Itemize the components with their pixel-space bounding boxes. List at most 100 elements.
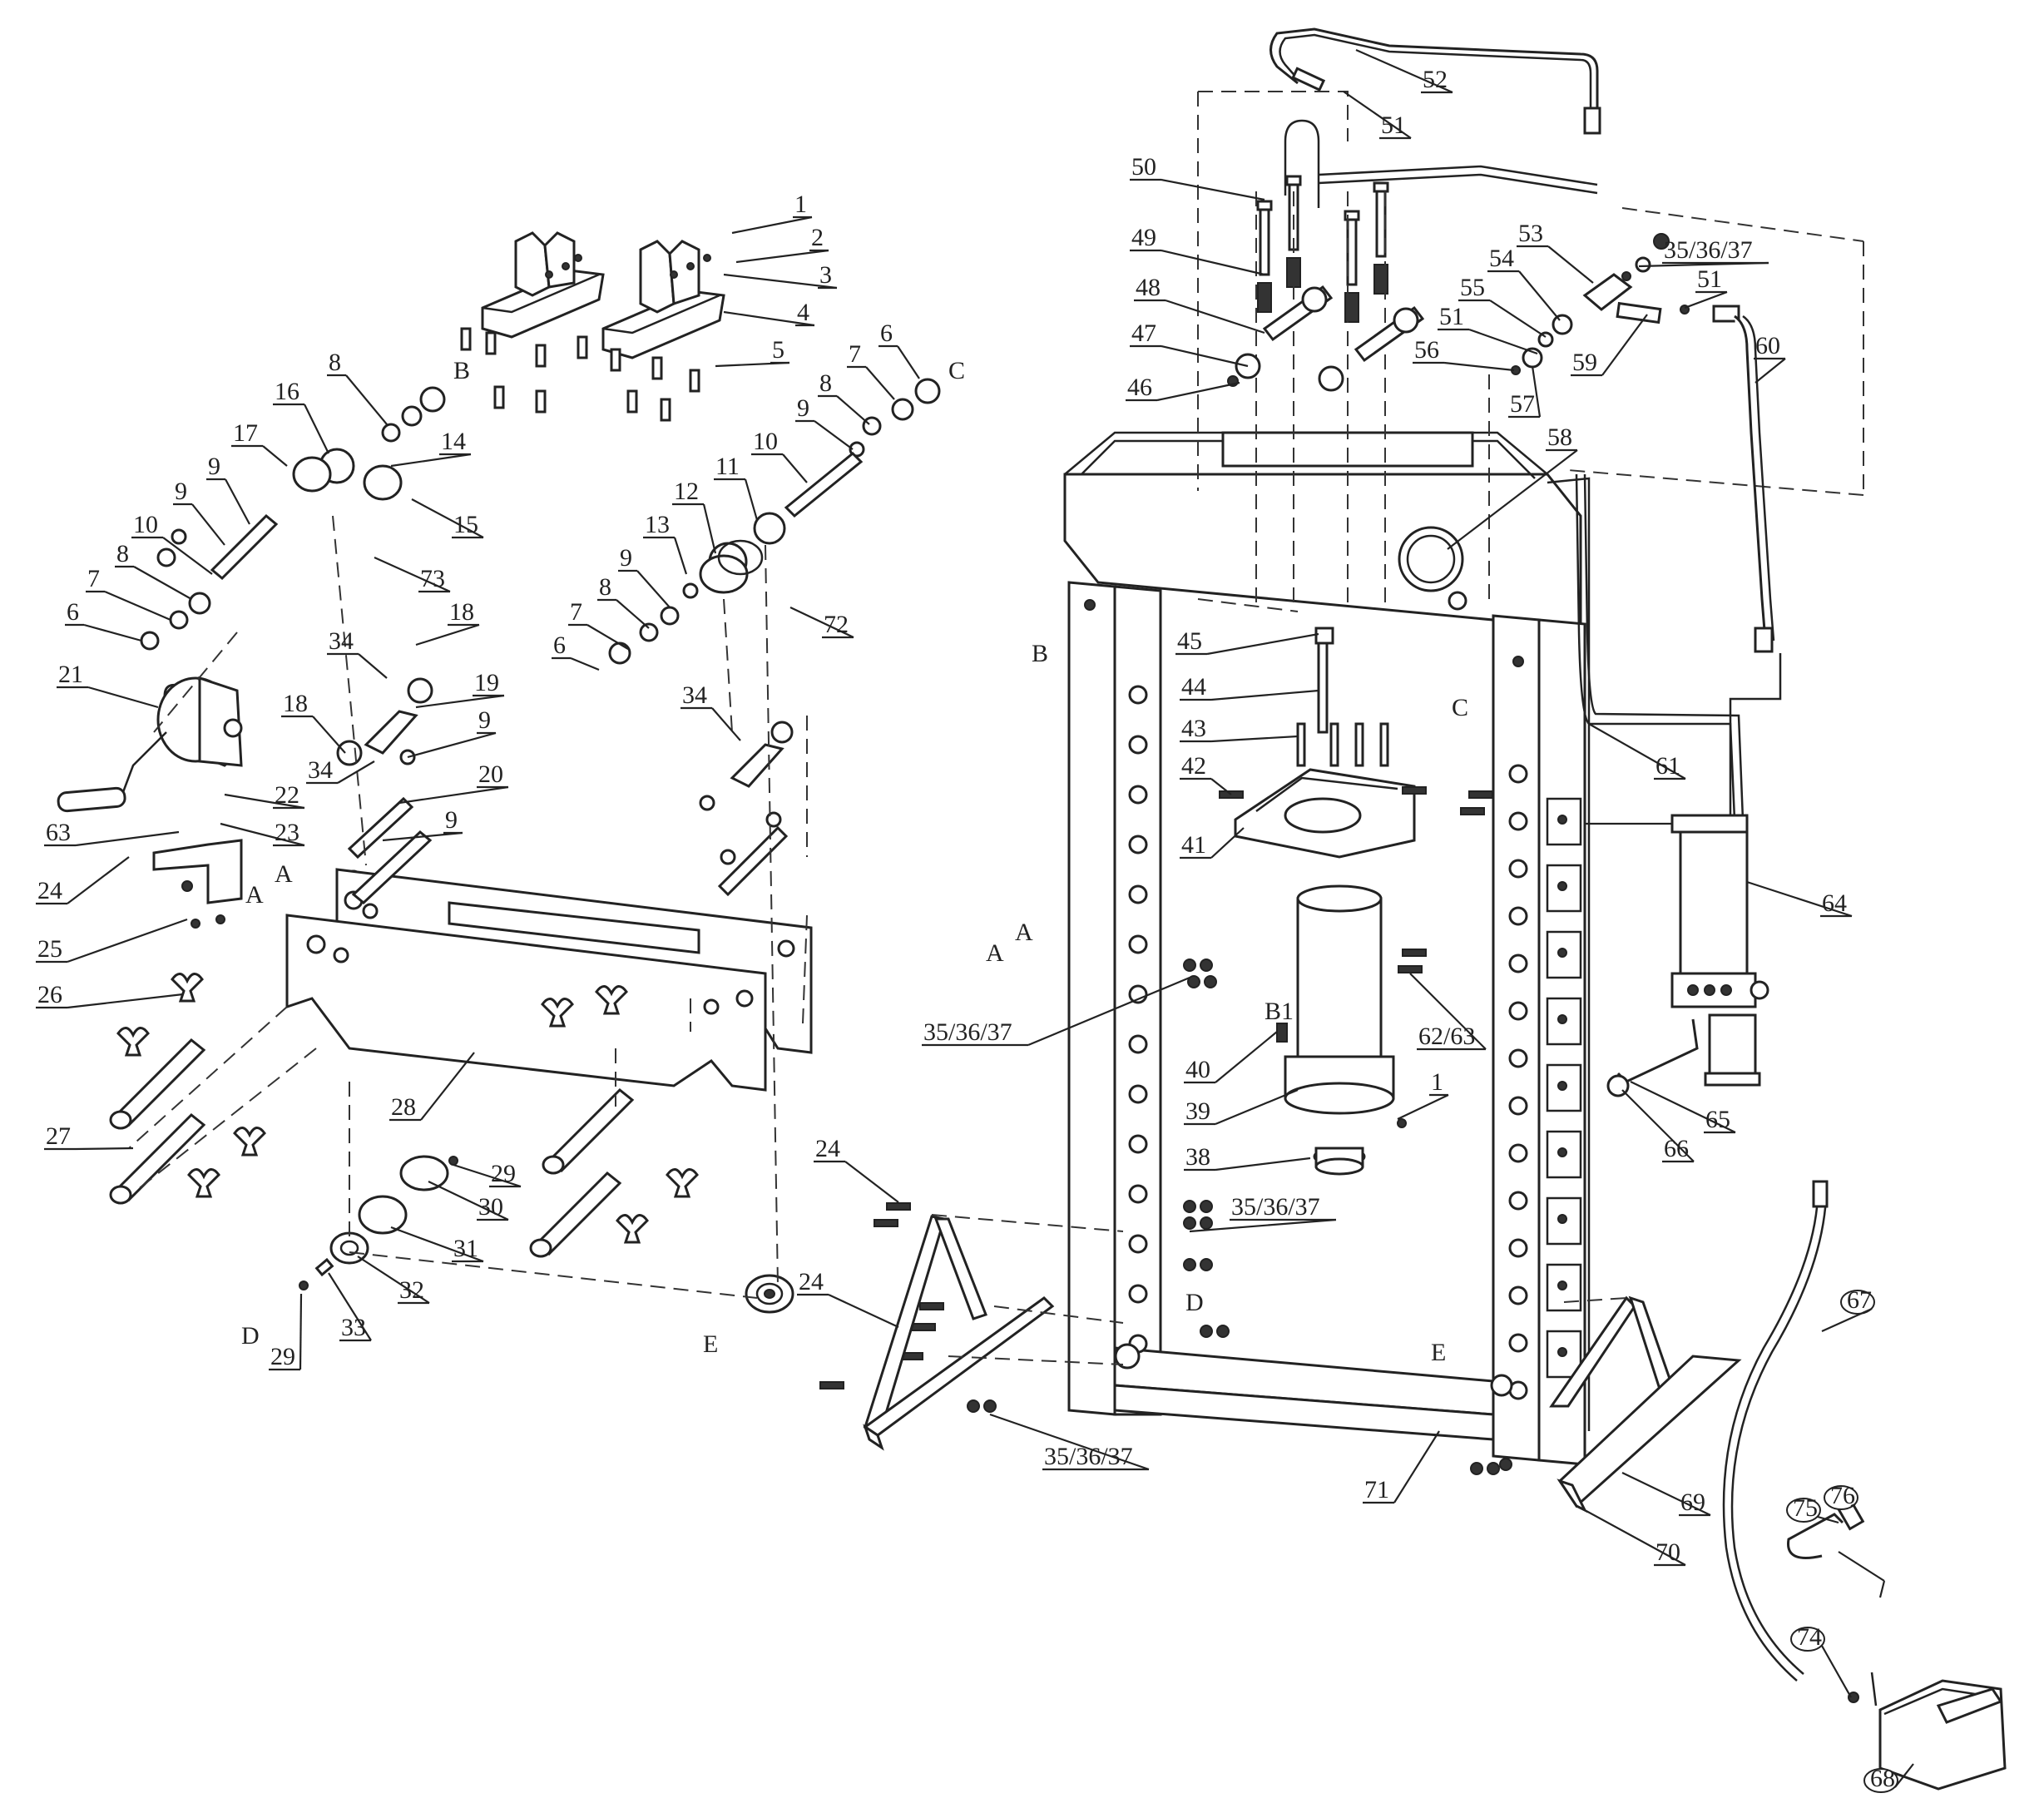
slot-bolt [1557,1280,1567,1290]
leader-line [398,785,509,805]
nut-washer [1187,975,1200,988]
frame-hole [1128,984,1148,1004]
part-label-6a: 6 [880,320,893,347]
frame-pin-C [1512,656,1524,667]
leader-line [1210,827,1245,859]
leader-line [1443,361,1515,372]
leader-line [1584,1509,1686,1566]
slot-bolt [1557,1214,1567,1224]
leader-line [836,395,870,425]
leader-line [1518,270,1561,321]
frame-hole [1508,1048,1528,1068]
bolt-50 [1375,188,1387,258]
frame-hole [1508,1001,1528,1021]
wing-clips-26 [116,973,699,1244]
frame-hole [1508,1333,1528,1353]
leader-line [616,599,650,629]
nut-washer [1200,1258,1213,1271]
leader-line [1821,1645,1852,1698]
pin-5 [660,398,671,422]
left-small-parts [140,254,941,886]
leader-line [382,831,463,842]
part-label-4: 4 [797,299,809,326]
washer-nut [765,811,782,828]
part-label-55: 55 [1460,274,1485,301]
leader-line [1746,880,1853,918]
leader-line [191,503,225,546]
part-label-67: 67 [1847,1286,1872,1314]
pin-5 [493,385,505,409]
hook-12 [717,539,764,576]
slot-bolt [1557,948,1567,958]
part-label-7b: 7 [570,598,582,626]
frame-hole [1508,764,1528,784]
pin-5 [651,356,663,380]
bolt-62 [1398,965,1423,973]
part-label-Da: D [241,1322,260,1350]
label-circle [1840,1290,1875,1315]
part-label-69: 69 [1680,1489,1705,1516]
part-label-Ba: B [453,357,470,384]
washer-nut [336,740,363,766]
leader-line [1850,1503,1856,1508]
wing-clip-26 [616,1214,649,1244]
leader-line [415,623,480,646]
leader-line [1821,1307,1873,1333]
washer-nut [891,398,914,421]
part-label-70: 70 [1655,1538,1680,1566]
leader-line [1165,299,1265,334]
leader-line [312,716,346,754]
part-label-50: 50 [1131,153,1156,181]
right-foot-stand [1549,1295,1742,1513]
part-label-Bb: B [1032,640,1048,667]
part-label-Ea: E [703,1330,718,1358]
frame-hole [1128,1134,1148,1154]
part-label-33: 33 [341,1314,366,1341]
leader-line [702,503,717,554]
leader-line [1754,358,1786,384]
frame-slot [1546,864,1582,913]
slot-bolt [1557,881,1567,891]
frame-hole [1128,1234,1148,1254]
leader-line [1601,314,1648,376]
part-label-73: 73 [420,565,445,592]
part-label-9b: 9 [620,544,632,572]
pin-5 [485,331,497,355]
screw-1 [562,262,570,270]
leader-line [1397,1094,1449,1120]
part-label-51c: 51 [1697,265,1722,293]
washer-nut [753,512,786,545]
part-label-18b: 18 [283,690,308,717]
part-label-68: 68 [1870,1765,1895,1792]
part-label-Db: D [1185,1289,1204,1316]
washer-nut [419,386,446,413]
leader-line [814,420,854,450]
leader-line [1215,1031,1278,1083]
leader-line [358,653,388,679]
pump-64 [1585,814,1769,1097]
part-label-9c: 9 [208,453,220,480]
part-label-58: 58 [1547,424,1572,451]
leader-line [390,1226,484,1263]
part-label-34b: 34 [329,627,354,655]
label-circle [1790,1627,1825,1652]
bracket-14 [363,464,403,501]
washer-nut [660,606,680,626]
leader-line [782,453,808,483]
part-label-3: 3 [819,261,832,289]
leader-line [407,731,497,759]
part-label-39: 39 [1185,1097,1210,1125]
slot-bolt [1557,815,1567,825]
nut-washer [1200,1216,1213,1230]
leader-line [304,404,329,454]
frame-slot [1546,1130,1582,1179]
frame-hole [1128,934,1148,954]
leader-line [162,537,213,575]
bolt-24 [911,1323,936,1331]
part-label-66: 66 [1664,1135,1689,1162]
frame-hole [1508,954,1528,973]
leader-line [1621,1089,1695,1162]
part-label-31: 31 [453,1235,478,1262]
screw-1 [670,270,678,279]
nut-washer [1200,959,1213,972]
